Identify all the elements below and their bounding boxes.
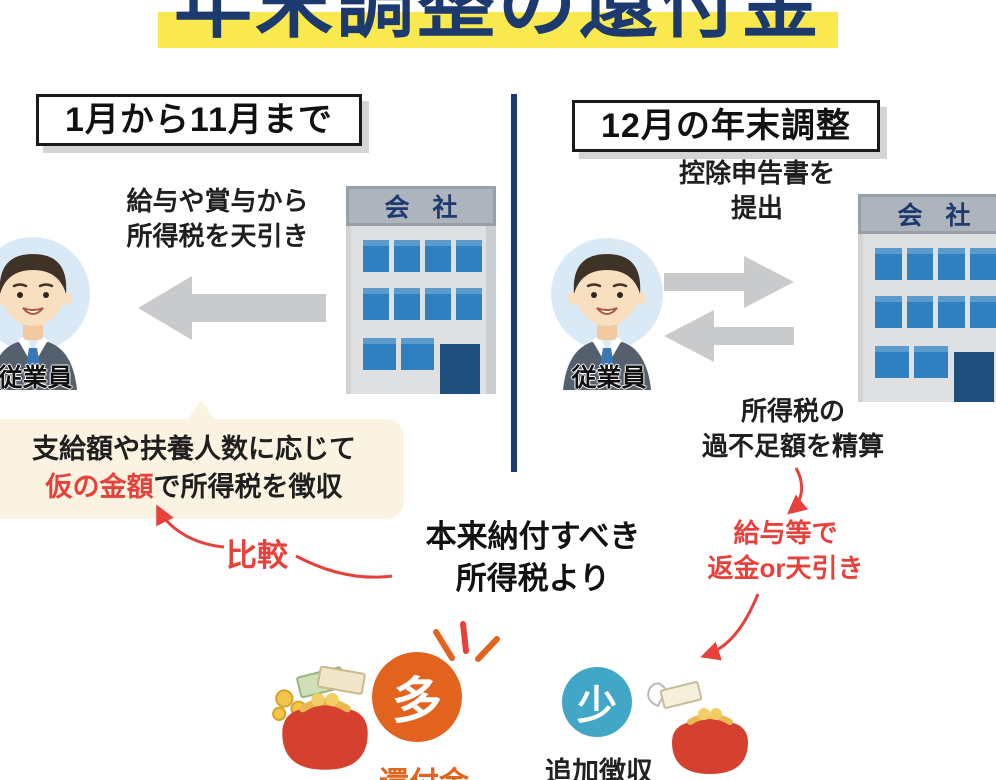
building-body-left xyxy=(346,226,496,394)
coin-purse-money-flying xyxy=(642,678,760,780)
window-row xyxy=(363,338,434,370)
compare-label: 比較 xyxy=(226,538,288,573)
refund-to-purse-arrow xyxy=(700,593,760,661)
less-circle: 少 xyxy=(562,667,632,737)
company-sign-right: 会 社 xyxy=(858,194,996,234)
company-building-left: 会 社 xyxy=(346,186,496,394)
provisional-tax-note: 支給額や扶養人数に応じて 仮の金額で所得税を徴収 xyxy=(0,419,404,519)
settle-to-refund-arrow xyxy=(787,467,809,515)
note-bubble-tail xyxy=(186,400,216,422)
right-section-header: 12月の年末調整 xyxy=(572,100,880,152)
left-section-header: 1月から11月まで xyxy=(36,94,362,146)
left-pointing-arrow-small xyxy=(664,310,794,367)
coin-purse-with-money xyxy=(268,665,382,780)
employee-label-left: 従業員 xyxy=(0,364,73,392)
left-pointing-arrow xyxy=(138,276,326,345)
right-pointing-arrow xyxy=(664,256,794,313)
window-row xyxy=(363,240,482,272)
comparison-caption: 本来納付すべき 所得税より xyxy=(425,519,641,596)
employee-illustration-left xyxy=(0,232,96,395)
refund-method-caption: 給与等で 返金or天引き xyxy=(707,518,864,584)
compare-swoosh-line xyxy=(295,554,393,579)
note-suffix: で所得税を徴収 xyxy=(153,471,343,502)
section-divider xyxy=(511,94,517,472)
employee-label-right: 従業員 xyxy=(571,364,647,392)
company-sign-left: 会 社 xyxy=(346,186,496,226)
company-building-right: 会 社 xyxy=(858,194,996,402)
submit-caption: 控除申告書を 提出 xyxy=(678,158,835,224)
refund-label: 還付金 xyxy=(376,758,472,780)
withholding-caption: 給与や賞与から 所得税を天引き xyxy=(126,186,309,252)
additional-collection-label: 追加徴収 xyxy=(545,757,653,780)
note-red-text: 仮の金額 xyxy=(45,471,154,502)
window-row xyxy=(875,296,996,328)
building-door xyxy=(954,352,994,402)
settle-caption: 所得税の 過不足額を精算 xyxy=(701,396,884,462)
note-line1: 支給額や扶養人数に応じて xyxy=(32,434,356,464)
window-row xyxy=(363,288,482,320)
title-wrap: 年末調整の還付金 xyxy=(0,0,996,48)
page-title: 年末調整の還付金 xyxy=(157,0,838,48)
emphasis-sparks xyxy=(433,621,500,662)
building-door xyxy=(440,344,480,394)
window-row xyxy=(875,248,996,280)
window-row xyxy=(875,346,948,378)
building-body-right xyxy=(858,234,996,402)
employee-illustration-right xyxy=(546,232,668,395)
more-circle: 多 xyxy=(372,652,462,742)
note-line2: 仮の金額で所得税を徴収 xyxy=(0,469,404,507)
